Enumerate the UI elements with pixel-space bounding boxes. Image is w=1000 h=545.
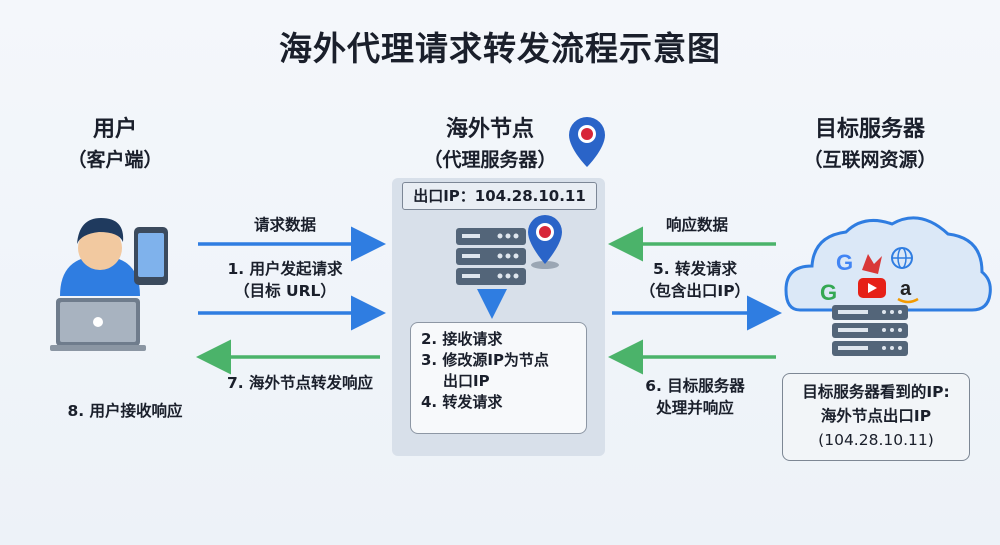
step7-label: 7. 海外节点转发响应 xyxy=(226,374,374,392)
target-server-icon xyxy=(832,305,908,356)
youtube-icon xyxy=(858,278,886,298)
step5-line2: （包含出口IP） xyxy=(639,282,751,300)
amazon-icon: a xyxy=(897,278,919,304)
step6-line2: 处理并响应 xyxy=(656,399,734,417)
server-icon xyxy=(456,228,526,285)
step8-label: 8. 用户接收响应 xyxy=(67,402,183,420)
exit-ip-label: 出口IP：104.28.10.11 xyxy=(402,182,597,210)
step6-line1: 6. 目标服务器 xyxy=(645,377,745,395)
location-pin-icon xyxy=(569,117,605,167)
server-note-line3: (104.28.10.11) xyxy=(818,431,934,449)
globe-icon xyxy=(891,247,913,269)
user-subtitle: （客户端） xyxy=(67,149,163,171)
node-steps-box: 2. 接收请求 3. 修改源IP为节点 出口IP 4. 转发请求 xyxy=(410,322,587,434)
svg-text:a: a xyxy=(900,278,912,300)
node-step-3-cont: 出口IP xyxy=(443,372,490,390)
server-ip-note: 目标服务器看到的IP: 海外节点出口IP (104.28.10.11) xyxy=(782,373,970,461)
phone-icon xyxy=(134,227,168,285)
request-data-label: 请求数据 xyxy=(253,216,316,234)
server-title: 目标服务器 xyxy=(814,117,925,142)
laptop-icon xyxy=(50,298,146,351)
step5-line1: 5. 转发请求 xyxy=(652,260,738,278)
page-title: 海外代理请求转发流程示意图 xyxy=(279,29,721,68)
user-heading: 用户 （客户端） xyxy=(55,115,175,175)
server-subtitle: （互联网资源） xyxy=(803,149,937,171)
node-step-3: 3. 修改源IP为节点 xyxy=(421,351,549,369)
step1-line2: （目标 URL） xyxy=(234,282,336,300)
node-step-4: 4. 转发请求 xyxy=(421,393,503,411)
server-heading: 目标服务器 （互联网资源） xyxy=(795,115,945,175)
server-note-line2: 海外节点出口IP xyxy=(820,407,932,425)
cloud-icon xyxy=(784,216,992,312)
step1-line1: 1. 用户发起请求 xyxy=(227,260,343,278)
user-title: 用户 xyxy=(92,117,137,142)
response-data-label: 响应数据 xyxy=(665,216,728,234)
server-pin-icon xyxy=(528,215,562,269)
node-title: 海外节点 xyxy=(445,117,534,142)
node-subtitle: （代理服务器） xyxy=(423,149,557,171)
google-icon: G G xyxy=(820,250,853,305)
svg-text:G: G xyxy=(836,250,853,275)
user-avatar-icon xyxy=(60,218,140,296)
app-icon xyxy=(862,254,882,274)
server-note-line1: 目标服务器看到的IP: xyxy=(802,383,950,401)
step6-label: 6. 目标服务器 处理并响应 xyxy=(620,375,770,419)
node-step-2: 2. 接收请求 xyxy=(421,330,503,348)
svg-text:G: G xyxy=(820,280,837,305)
node-heading: 海外节点 （代理服务器） xyxy=(415,115,565,175)
step1-label: 1. 用户发起请求 （目标 URL） xyxy=(195,258,375,302)
step5-label: 5. 转发请求 （包含出口IP） xyxy=(615,258,775,302)
